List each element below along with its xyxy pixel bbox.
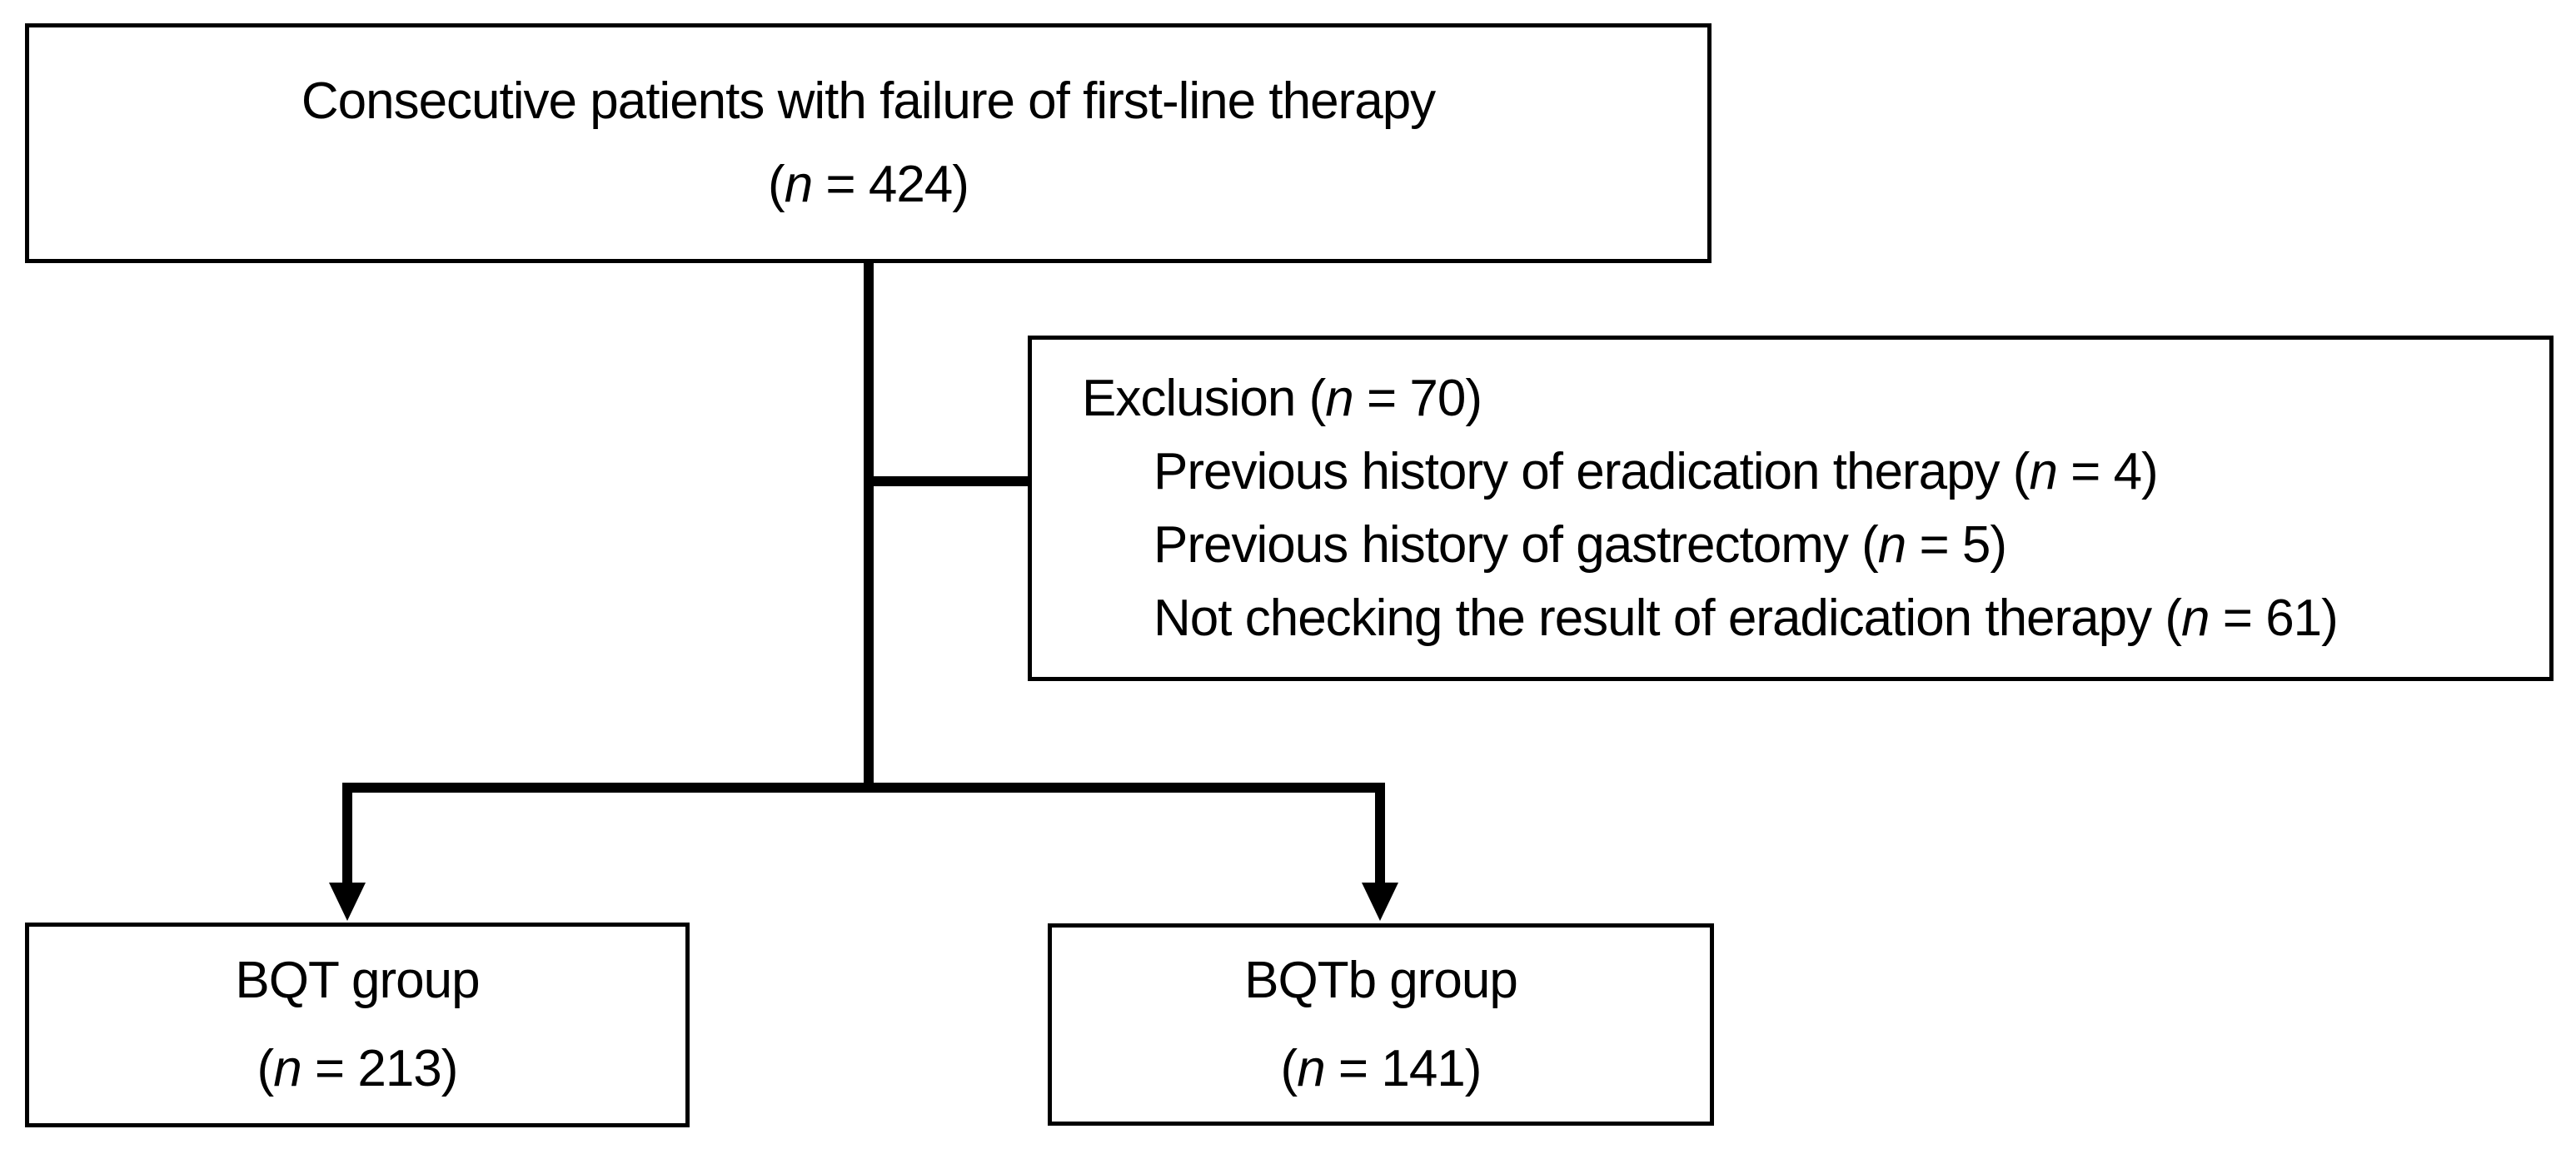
node-bqtb-group: BQTb group (n = 141) bbox=[1048, 923, 1714, 1126]
exclusion-item-count: (n = 61) bbox=[2165, 589, 2338, 647]
exclusion-item-label: Previous history of eradication therapy bbox=[1153, 442, 2001, 500]
node-label: BQT group bbox=[235, 952, 480, 1009]
exclusion-item: Previous history of eradication therapy … bbox=[1082, 435, 2159, 509]
node-consecutive-patients: Consecutive patients with failure of fir… bbox=[25, 23, 1712, 263]
exclusion-item-label: Previous history of gastrectomy bbox=[1153, 515, 1849, 574]
node-exclusion: Exclusion (n = 70) Previous history of e… bbox=[1028, 336, 2554, 681]
node-count: (n = 141) bbox=[1280, 1039, 1482, 1097]
connector-to-exclusion bbox=[864, 476, 1029, 486]
exclusion-item: Not checking the result of eradication t… bbox=[1082, 582, 2339, 655]
exclusion-title-line: Exclusion (n = 70) bbox=[1082, 362, 1482, 435]
exclusion-item-count: (n = 4) bbox=[2012, 442, 2159, 500]
node-label: BQTb group bbox=[1244, 951, 1518, 1009]
exclusion-item-label: Not checking the result of eradication t… bbox=[1153, 589, 2152, 647]
connector-branch-left-drop bbox=[342, 783, 352, 888]
down-arrowhead-left-icon bbox=[329, 883, 366, 921]
connector-top-to-branch bbox=[864, 262, 874, 793]
down-arrowhead-right-icon bbox=[1362, 883, 1398, 921]
node-bqt-group: BQT group (n = 213) bbox=[25, 923, 690, 1127]
connector-branch-horizontal bbox=[342, 783, 1385, 793]
exclusion-item-count: (n = 5) bbox=[1861, 515, 2007, 574]
connector-branch-right-drop bbox=[1375, 783, 1385, 888]
node-label: Consecutive patients with failure of fir… bbox=[301, 72, 1436, 130]
exclusion-item: Previous history of gastrectomy (n = 5) bbox=[1082, 509, 2007, 582]
node-count: (n = 424) bbox=[768, 156, 969, 213]
exclusion-title: Exclusion bbox=[1082, 369, 1296, 427]
exclusion-count: (n = 70) bbox=[1308, 369, 1482, 427]
node-count: (n = 213) bbox=[257, 1040, 459, 1097]
